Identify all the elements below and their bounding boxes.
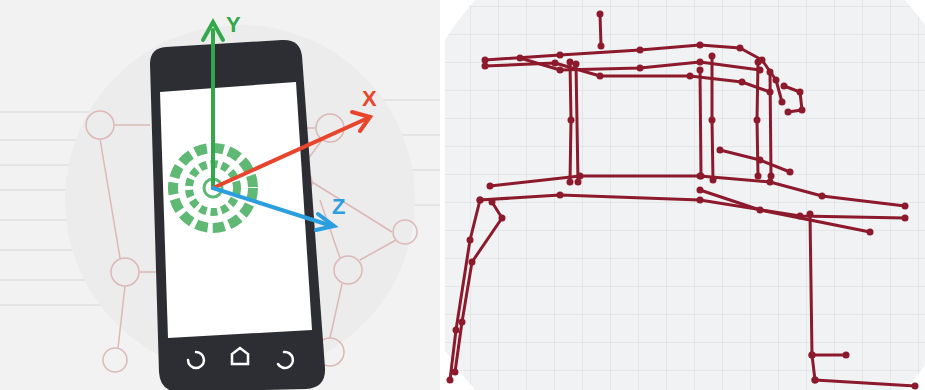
trajectory-point [812, 377, 819, 384]
trajectory-point [799, 107, 806, 114]
trajectory-line [720, 150, 790, 172]
trajectory-line [815, 380, 915, 386]
trajectory-point [737, 45, 744, 52]
trajectory-point [709, 117, 716, 124]
trajectory-point [499, 215, 506, 222]
trajectory-point [482, 63, 489, 70]
trajectory-point [489, 199, 496, 206]
trajectory-point [781, 83, 788, 90]
trajectory-point [469, 259, 476, 266]
trajectory-point [755, 173, 762, 180]
trajectory-point [697, 67, 704, 74]
trajectory-point [757, 157, 764, 164]
trajectory-point [754, 117, 761, 124]
floor-map [445, 0, 925, 390]
trajectory-point [709, 53, 716, 60]
trajectory-point [797, 213, 804, 220]
trajectory-point [452, 369, 459, 376]
trajectory-line [700, 190, 870, 232]
trajectory-point [787, 169, 794, 176]
trajectory-line [812, 354, 846, 357]
trajectory-point [807, 211, 814, 218]
trajectory-line [450, 200, 480, 380]
trajectory-point [902, 203, 909, 210]
trajectory-point [637, 47, 644, 54]
trajectory-point [902, 215, 909, 222]
trajectory-line [600, 14, 601, 46]
trajectory-point [710, 177, 717, 184]
trajectory-point [819, 193, 826, 200]
trajectory-point [573, 61, 580, 68]
trajectory-point [767, 179, 774, 186]
trajectory-point [739, 79, 746, 86]
trajectory-point [598, 43, 605, 50]
trajectory-point [697, 59, 704, 66]
trajectory-point [697, 187, 704, 194]
trajectory-point [477, 197, 484, 204]
trajectory-point [552, 60, 559, 67]
trajectory-point [577, 173, 584, 180]
trajectory-point [717, 147, 724, 154]
trajectory-point [697, 197, 704, 204]
trajectory-point [517, 55, 524, 62]
trajectory-point [697, 42, 704, 49]
trajectory-point [597, 11, 604, 18]
trajectory-point [482, 57, 489, 64]
axis-label: Z [332, 196, 345, 218]
trajectory-point [757, 207, 764, 214]
trajectory-point [557, 52, 564, 59]
trajectory-point [779, 99, 786, 106]
trajectory-line [700, 70, 701, 176]
trajectory-line [480, 195, 905, 218]
trajectory-point [767, 69, 774, 76]
axes [203, 22, 370, 230]
axis-label: X [362, 88, 377, 110]
trajectory-point [567, 179, 574, 186]
trajectory-line [485, 45, 782, 102]
trajectory-point [459, 319, 466, 326]
trajectory-point [687, 73, 694, 80]
trajectory-point [809, 352, 816, 359]
trajectory-line [576, 64, 578, 182]
trajectory-point [697, 173, 704, 180]
trajectory-line [455, 202, 502, 372]
trajectory-line [490, 176, 905, 206]
trajectory-point [767, 89, 774, 96]
trajectory-point [467, 237, 474, 244]
axis-label: Y [226, 14, 241, 36]
trajectory-point [453, 327, 460, 334]
trajectory-point [698, 173, 705, 180]
trajectory-point [568, 117, 575, 124]
trajectory-point [477, 197, 484, 204]
trajectory-point [487, 183, 494, 190]
trajectory-point [757, 67, 764, 74]
trajectory-point [575, 179, 582, 186]
trajectory-point [768, 173, 775, 180]
trajectory-point [773, 77, 780, 84]
trajectory-point [597, 73, 604, 80]
trajectory-point [447, 377, 454, 384]
trajectory-point [843, 352, 850, 359]
trajectory-point [812, 377, 819, 384]
trajectory-point [797, 89, 804, 96]
trajectory-point [755, 59, 762, 66]
trajectory-point [785, 109, 792, 116]
trajectory-point [809, 352, 816, 359]
trajectory-point [557, 192, 564, 199]
trajectory-point [637, 65, 644, 72]
trajectory-line [770, 72, 771, 176]
trajectory-point [867, 229, 874, 236]
trajectory-point [912, 383, 919, 390]
trajectory-point [557, 67, 564, 74]
trajectory-point [567, 59, 574, 66]
